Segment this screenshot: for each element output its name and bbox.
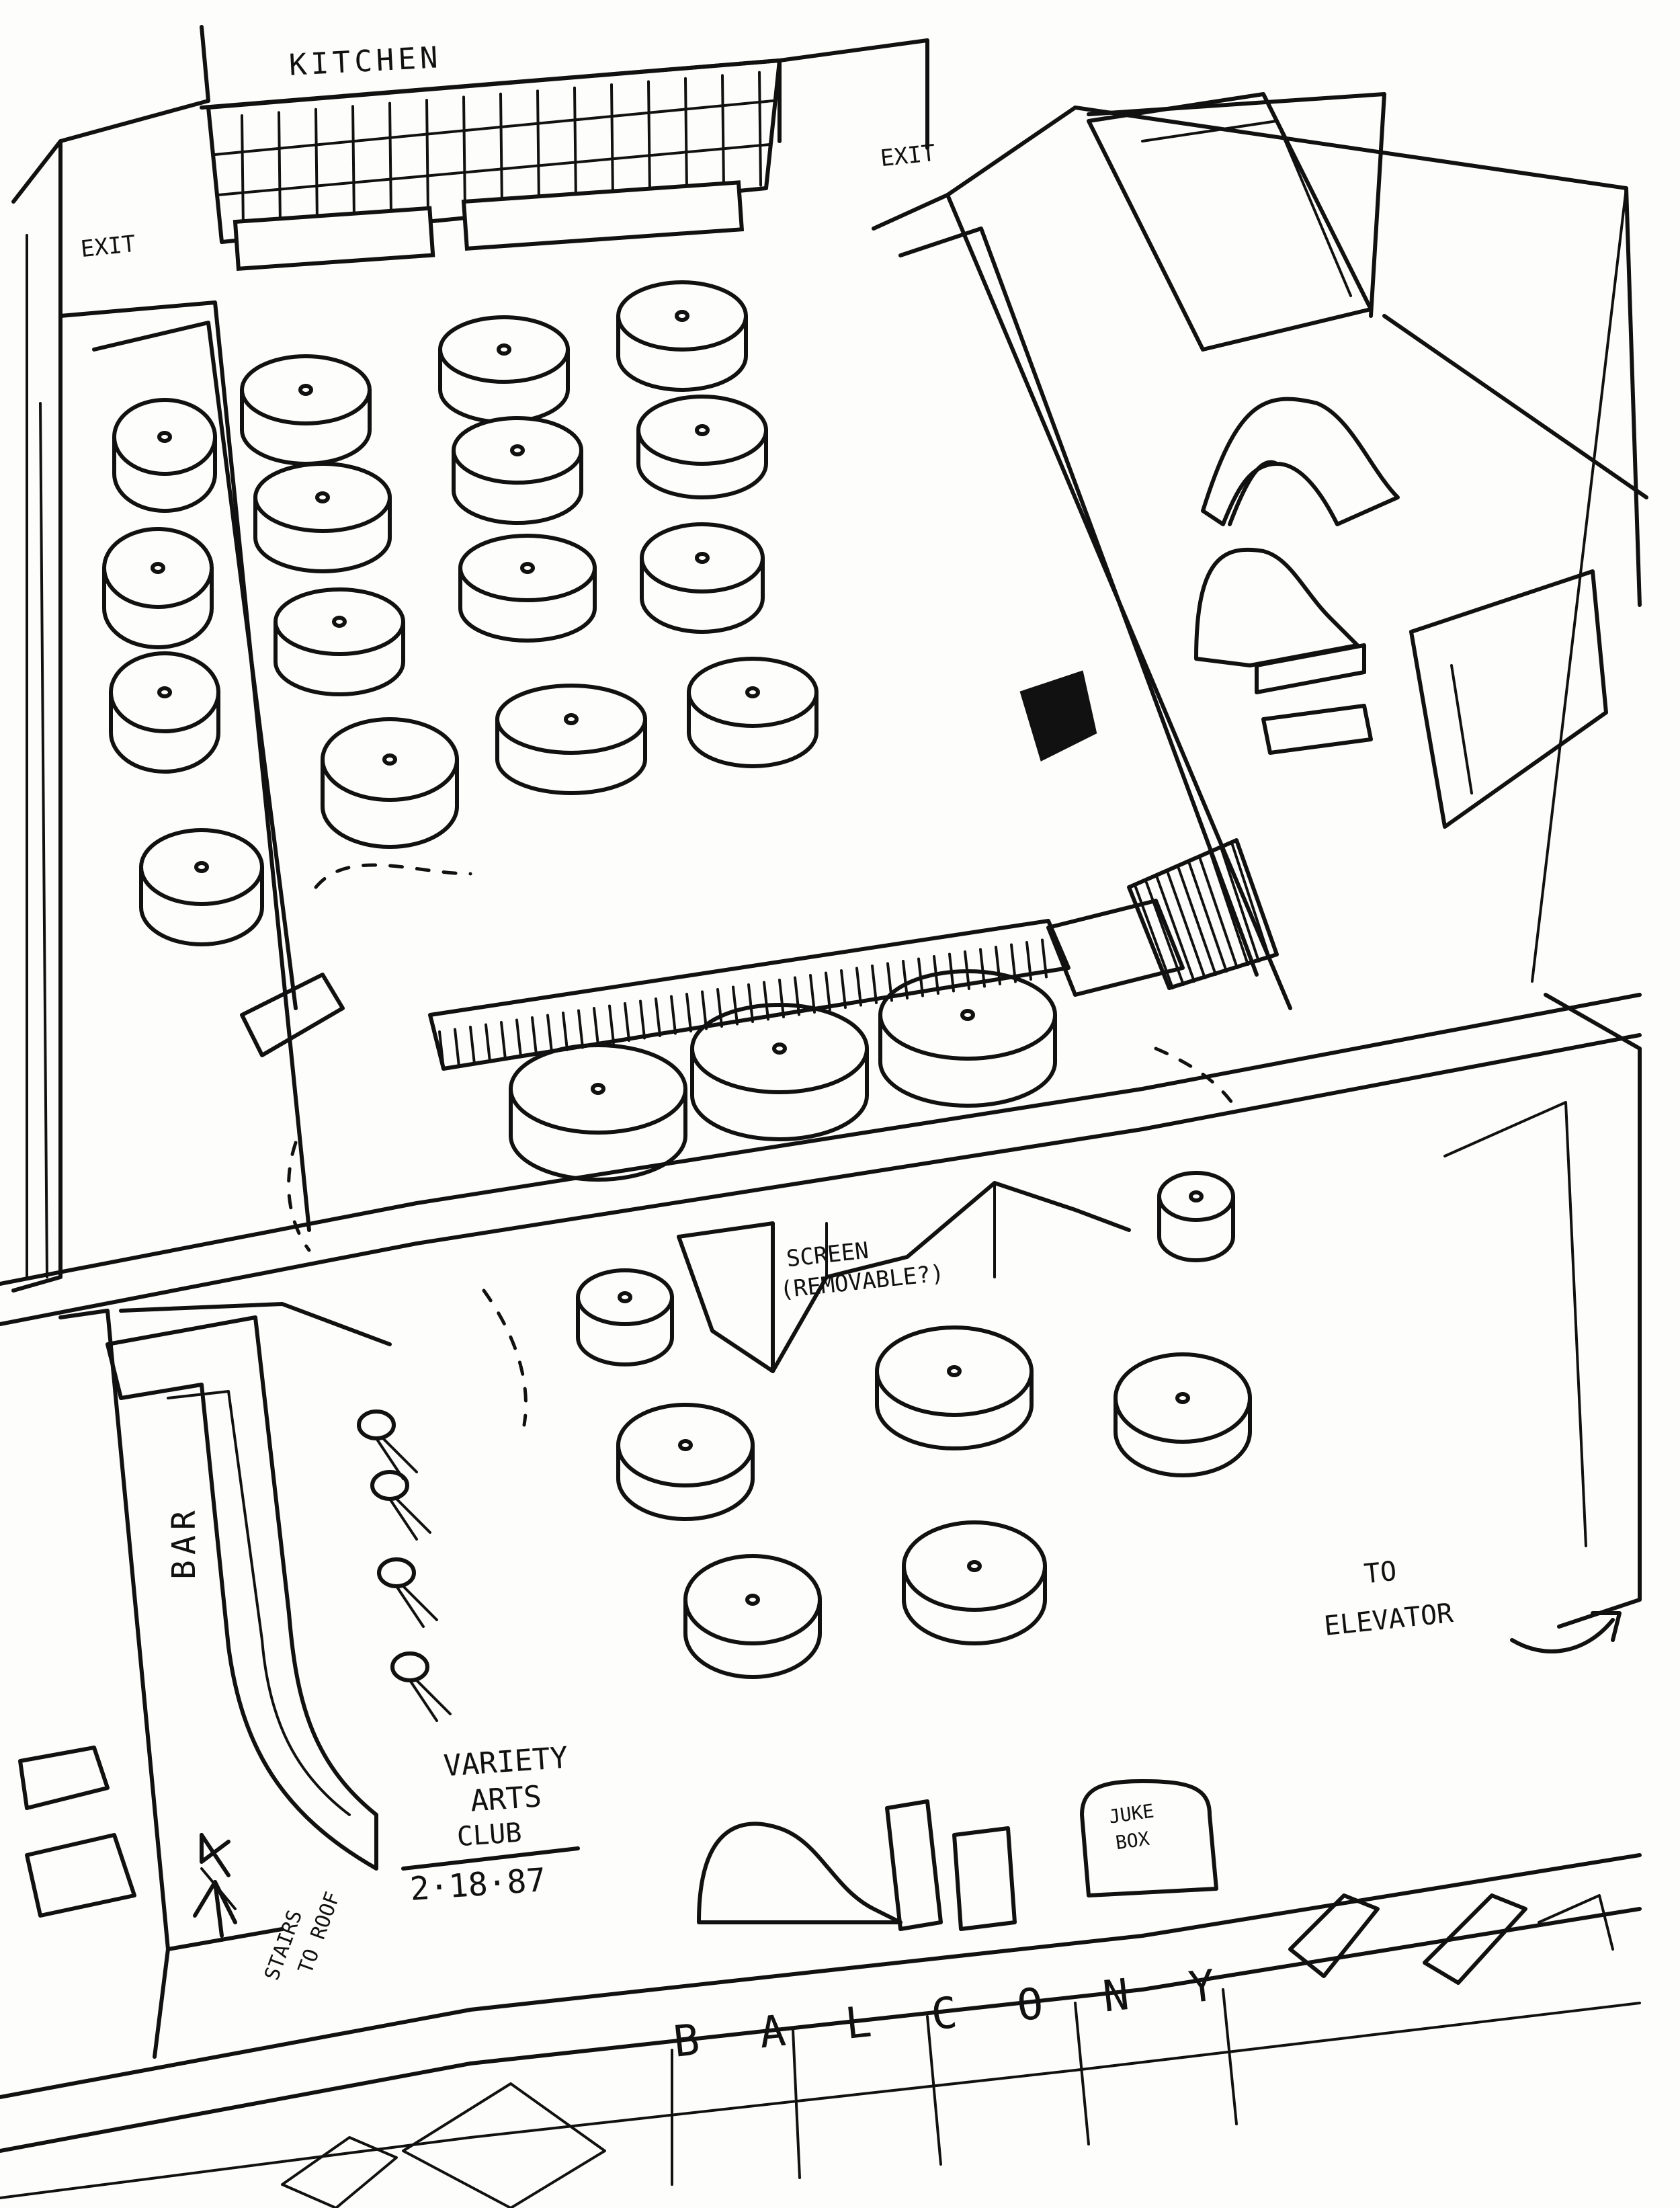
floor-dashes [287,863,1238,1427]
table-upper-9 [640,522,765,634]
lower-piano [697,1799,1017,1931]
table-upper-11 [274,587,405,696]
to-elevator-label-line1: TO [1362,1555,1398,1590]
table-upper-17 [509,1043,687,1182]
table-upper-15 [321,717,459,849]
table-upper-5 [452,416,583,525]
balcony-railings [1288,1893,1614,1985]
table-upper-2 [438,315,570,424]
table-upper-10 [102,527,214,649]
bar-stool-3 [377,1557,438,1628]
bar-stools [357,1409,452,1722]
signature-club: CLUB [456,1817,523,1853]
table-lower-3 [616,1403,755,1521]
exit-left-label: EXIT [79,230,137,263]
table-upper-16 [139,828,264,946]
bar-counter [106,1315,378,1951]
removable-screen [677,1181,1131,1373]
table-lower-1 [576,1268,674,1366]
table-upper-8 [458,534,597,643]
table-upper-1 [616,280,748,392]
table-lower-4 [875,1325,1034,1450]
table-upper-13 [687,657,818,768]
juke-box [1080,1779,1218,1897]
balcony-panels [281,1988,1238,2208]
table-lower-6 [683,1554,822,1679]
table-upper-14 [495,684,647,795]
table-upper-12 [109,651,220,774]
signature-variety: VARIETY [442,1740,569,1784]
table-lower-2 [1157,1171,1235,1262]
arrows [200,1611,1622,1877]
stairs-to-roof-area [18,1746,237,1938]
table-lower-7 [902,1520,1047,1645]
table-upper-4 [636,395,768,499]
exit-right-label: EXIT [879,139,937,173]
kitchen-label: KITCHEN [288,40,443,83]
juke-box-label-line2: BOX [1114,1827,1151,1854]
bar-stool-2 [370,1470,431,1541]
table-upper-3 [240,354,372,466]
bar-stool-1 [357,1409,418,1480]
table-upper-6 [112,398,217,513]
right-room-features [1019,92,1608,829]
stairs [240,838,1279,1071]
upper-dining-tables [102,280,1057,1182]
bar-stool-4 [390,1651,452,1722]
signature-arts: ARTS [469,1779,543,1819]
building-walls [0,25,1648,2199]
table-lower-5 [1114,1352,1252,1477]
bar-label: BAR [165,1505,203,1580]
lower-dining-tables [576,1171,1252,1679]
kitchen-counter [206,58,782,272]
signature-date: 2·18·87 [409,1861,548,1908]
table-upper-7 [253,462,392,573]
table-upper-18 [690,1003,869,1141]
